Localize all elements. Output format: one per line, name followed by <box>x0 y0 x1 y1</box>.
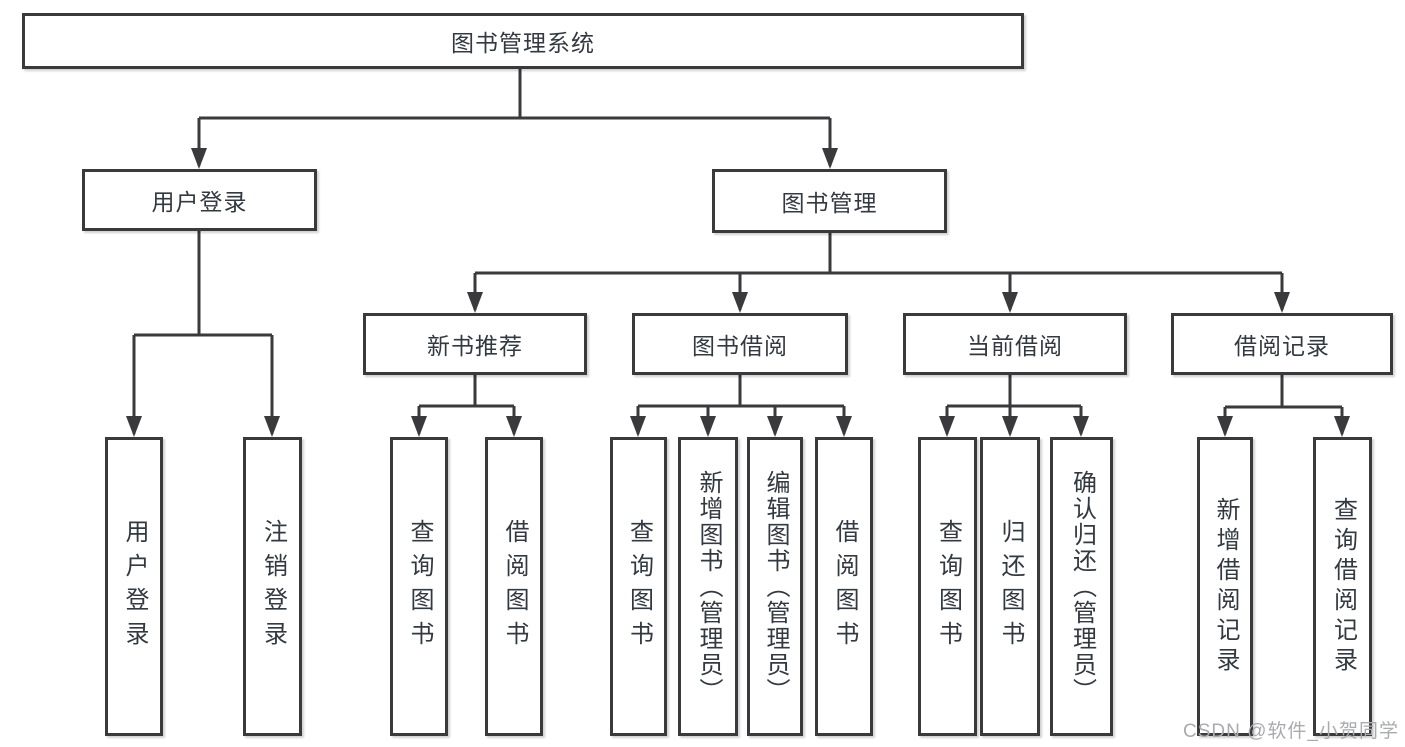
leaf-add-book-admin: 新增图书（管理员） <box>678 437 738 736</box>
edge-borrowing-records-to-children <box>1217 375 1350 437</box>
node-book-management: 图书管理 <box>712 169 947 233</box>
edge-root-to-children <box>191 69 838 169</box>
edge-user-login-to-children <box>126 231 280 437</box>
leaf-query-books-borrowing: 查询图书 <box>610 437 667 736</box>
node-new-book-recommend: 新书推荐 <box>363 313 587 375</box>
leaf-return-book: 归还图书 <box>980 437 1040 736</box>
edge-new-book-recommend-to-children <box>411 375 522 437</box>
node-book-borrowing: 图书借阅 <box>632 313 848 375</box>
leaf-query-books-recommend: 查询图书 <box>390 437 448 736</box>
leaf-edit-book-admin: 编辑图书（管理员） <box>747 437 803 736</box>
edge-current-borrowing-to-children <box>939 375 1089 437</box>
node-user-login: 用户登录 <box>82 169 317 231</box>
leaf-logout: 注销登录 <box>243 437 302 736</box>
leaf-confirm-return-admin: 确认归还（管理员） <box>1050 437 1113 736</box>
watermark: CSDN @软件_小贺同学 <box>1183 721 1399 742</box>
node-system-root: 图书管理系统 <box>22 13 1024 69</box>
leaf-add-borrow-record: 新增借阅记录 <box>1197 437 1253 736</box>
edge-book-borrowing-to-children <box>630 375 852 437</box>
leaf-borrow-books: 借阅图书 <box>815 437 873 736</box>
leaf-query-borrow-record: 查询借阅记录 <box>1313 437 1372 736</box>
leaf-query-books-current: 查询图书 <box>918 437 977 736</box>
node-borrowing-records: 借阅记录 <box>1171 313 1393 375</box>
leaf-borrow-books-recommend: 借阅图书 <box>485 437 543 736</box>
leaf-user-login: 用户登录 <box>105 437 163 736</box>
node-current-borrowing: 当前借阅 <box>903 313 1127 375</box>
edge-book-management-to-children <box>467 233 1290 313</box>
